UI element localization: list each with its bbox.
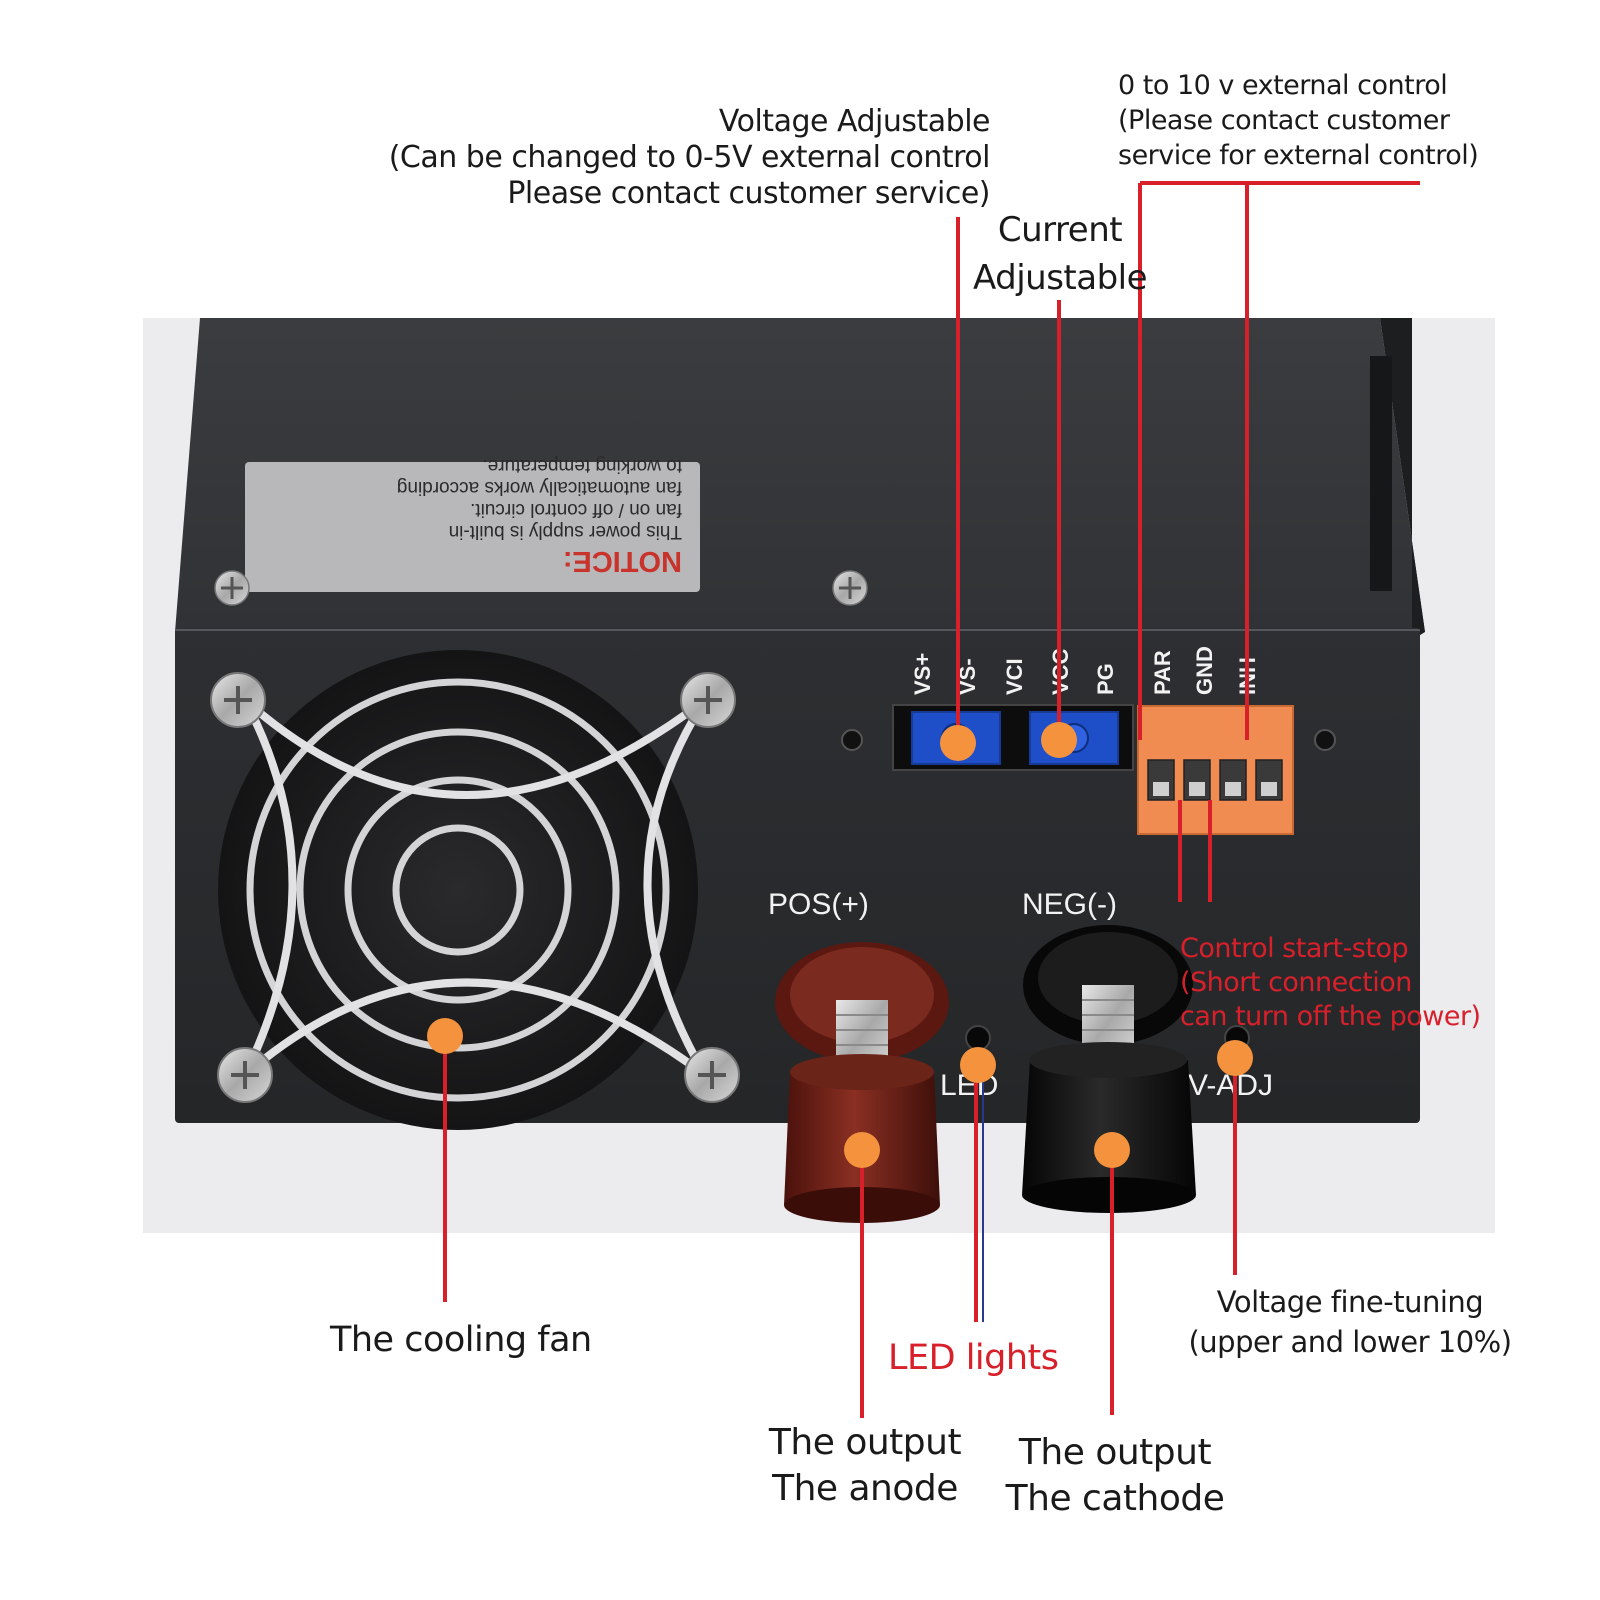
callout-text: The cooling fan <box>330 1320 592 1360</box>
terminal-label: VCI <box>1002 658 1027 695</box>
cathode-marker <box>1094 1132 1130 1168</box>
screw-icon <box>210 672 266 728</box>
led-indicator <box>965 1025 991 1051</box>
callout-line: Voltage Adjustable <box>718 104 991 139</box>
callout-line: can turn off the power) <box>1180 1001 1481 1032</box>
screw-icon <box>217 1047 273 1103</box>
mounting-hole <box>841 729 863 751</box>
voltage-adjustable-callout: Voltage Adjustable (Can be changed to 0-… <box>388 104 991 212</box>
callout-line: Control start-stop <box>1180 933 1409 964</box>
callout-text: LED lights <box>888 1338 1059 1378</box>
screw-icon <box>832 570 868 606</box>
screw-icon <box>684 1047 740 1103</box>
cathode-binding-post[interactable] <box>1022 925 1196 1213</box>
terminal-label: VS+ <box>910 653 935 695</box>
callout-line: service for external control) <box>1118 140 1479 171</box>
led-marker <box>960 1047 996 1083</box>
notice-title: NOTICE: <box>563 545 682 577</box>
led-lights-callout: LED lights <box>888 1336 1059 1380</box>
callout-line: The output <box>1018 1432 1212 1473</box>
mounting-hole <box>1314 729 1336 751</box>
callout-line: The output <box>768 1422 962 1463</box>
leader-lines <box>443 181 1420 1418</box>
callout-line: (Short connection <box>1180 967 1412 998</box>
fine-tuning-marker <box>1217 1040 1253 1076</box>
terminal-label: PAR <box>1150 650 1175 695</box>
output-anode-callout: The output The anode <box>740 1420 990 1512</box>
pos-label: POS(+) <box>768 888 869 921</box>
notice-sticker: NOTICE: This power supply is built-in fa… <box>245 455 700 592</box>
notice-line: fan on / off control circuit. <box>470 499 682 520</box>
callout-line: (upper and lower 10%) <box>1188 1325 1512 1359</box>
callout-line: The anode <box>772 1468 958 1509</box>
notice-line: to working temperature. <box>482 455 682 476</box>
callout-line: Please contact customer service) <box>507 176 990 211</box>
callout-line: Current <box>997 210 1123 250</box>
screw-icon <box>214 570 250 606</box>
control-terminal-block[interactable] <box>1137 705 1294 835</box>
callout-line: Voltage fine-tuning <box>1216 1285 1484 1319</box>
control-start-stop-callout: Control start-stop (Short connection can… <box>1180 932 1481 1034</box>
notice-line: This power supply is built-in <box>449 521 682 542</box>
voltage-adjust-marker <box>940 725 976 761</box>
external-control-callout: 0 to 10 v external control (Please conta… <box>1118 68 1479 173</box>
cooling-fan-callout: The cooling fan <box>330 1318 592 1362</box>
current-adjustable-callout: Current Adjustable <box>965 206 1155 302</box>
cooling-fan-icon <box>210 650 740 1130</box>
neg-label: NEG(-) <box>1022 888 1117 921</box>
output-cathode-callout: The output The cathode <box>985 1430 1245 1522</box>
voltage-fine-tuning-callout: Voltage fine-tuning (upper and lower 10%… <box>1140 1282 1560 1362</box>
screw-icon <box>680 672 736 728</box>
current-adjust-marker <box>1041 722 1077 758</box>
housing-side <box>1380 318 1425 640</box>
housing-side-rail <box>1370 356 1392 591</box>
callout-line: (Can be changed to 0-5V external control <box>388 140 991 175</box>
notice-line: fan automatically works according <box>397 477 682 498</box>
anode-marker <box>844 1132 880 1168</box>
cooling-fan-marker <box>427 1018 463 1054</box>
callout-line: (Please contact customer <box>1118 105 1450 136</box>
terminal-label: PG <box>1093 663 1118 695</box>
marker-dots <box>427 722 1253 1168</box>
anode-binding-post[interactable] <box>775 942 949 1223</box>
callout-line: 0 to 10 v external control <box>1118 70 1448 101</box>
callout-line: Adjustable <box>972 258 1148 298</box>
terminal-label: GND <box>1192 646 1217 695</box>
callout-line: The cathode <box>1005 1478 1225 1519</box>
